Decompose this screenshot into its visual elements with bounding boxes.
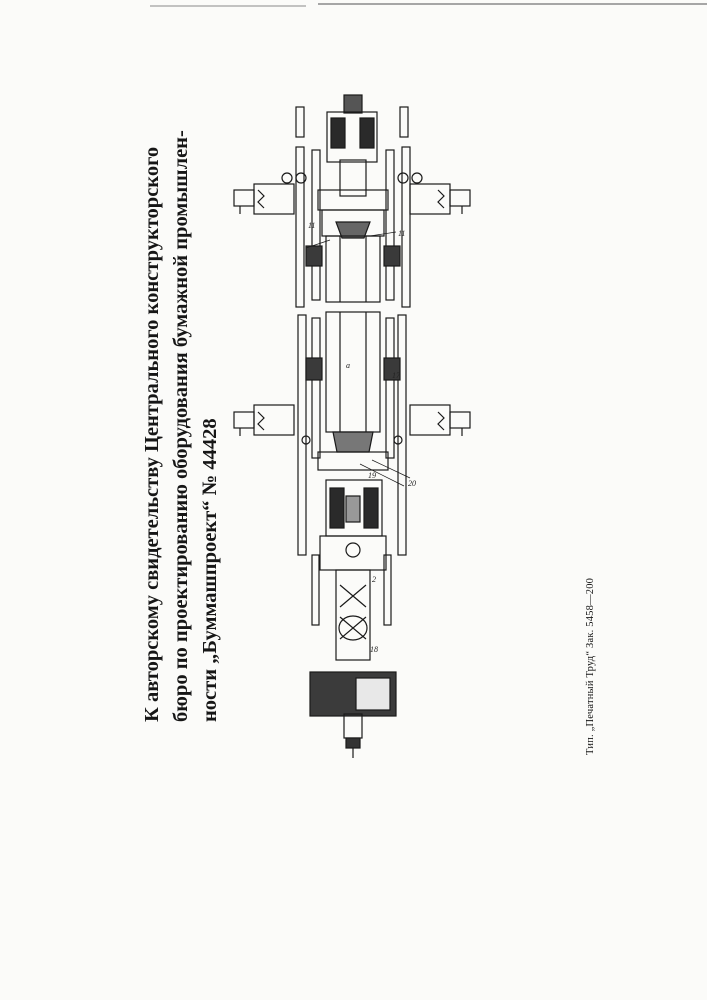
figure-label: 17 [392, 371, 401, 380]
figure-label: а [346, 361, 350, 370]
figure-label: 19 [368, 471, 376, 480]
figure-label: 2 [372, 575, 376, 584]
figure-label: 20 [408, 479, 416, 488]
figure-label: 18 [370, 645, 378, 654]
figure-label: 11 [308, 221, 315, 230]
figure-label: 11 [398, 229, 405, 238]
